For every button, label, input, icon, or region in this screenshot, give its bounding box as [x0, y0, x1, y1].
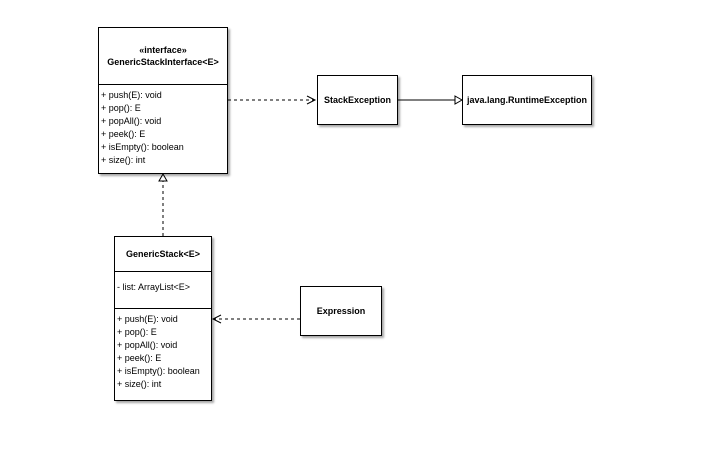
genericstack-attribute: - list: ArrayList<E>: [117, 282, 191, 292]
dependency-edge-expression-to-genericstack[interactable]: [211, 314, 300, 324]
interface-class-box[interactable]: «interface» GenericStackInterface<E> + p…: [98, 27, 228, 174]
genericstack-operation: + pop(): E: [117, 327, 157, 337]
generalization-edge-stackexception-to-runtimeexception[interactable]: [398, 95, 464, 105]
interface-header: «interface» GenericStackInterface<E>: [99, 28, 227, 85]
realization-edge-genericstack-to-interface[interactable]: [158, 172, 168, 236]
expression-name: Expression: [316, 306, 366, 316]
stackexception-class-box[interactable]: StackException: [317, 75, 398, 125]
genericstack-header: GenericStack<E>: [115, 237, 211, 272]
genericstack-operation: + popAll(): void: [117, 340, 178, 350]
genericstack-operations: + push(E): void + pop(): E + popAll(): voi…: [115, 309, 211, 391]
dependency-edge-interface-to-stackexception[interactable]: [228, 95, 317, 105]
runtimeexception-class-box[interactable]: java.lang.RuntimeException: [462, 75, 592, 125]
interface-operation: + peek(): E: [101, 129, 146, 139]
interface-operation: + size(): int: [101, 155, 146, 165]
genericstack-operation: + peek(): E: [117, 353, 162, 363]
genericstack-name: GenericStack<E>: [125, 249, 201, 259]
interface-operation: + popAll(): void: [101, 116, 162, 126]
interface-operation: + pop(): E: [101, 103, 141, 113]
genericstack-operation: + isEmpty(): boolean: [117, 366, 200, 376]
genericstack-class-box[interactable]: GenericStack<E> - list: ArrayList<E> + p…: [114, 236, 212, 401]
genericstack-operation: + size(): int: [117, 379, 162, 389]
runtimeexception-name: java.lang.RuntimeException: [466, 95, 588, 105]
genericstack-operation: + push(E): void: [117, 314, 178, 324]
genericstack-attributes: - list: ArrayList<E>: [115, 272, 211, 309]
expression-class-box[interactable]: Expression: [300, 286, 382, 336]
interface-operations: + push(E): void + pop(): E + popAll(): voi…: [99, 85, 227, 167]
interface-operation: + push(E): void: [101, 90, 162, 100]
interface-name: GenericStackInterface<E>: [107, 56, 219, 67]
stackexception-name: StackException: [323, 95, 392, 105]
interface-operation: + isEmpty(): boolean: [101, 142, 184, 152]
interface-stereotype: «interface»: [139, 44, 187, 55]
